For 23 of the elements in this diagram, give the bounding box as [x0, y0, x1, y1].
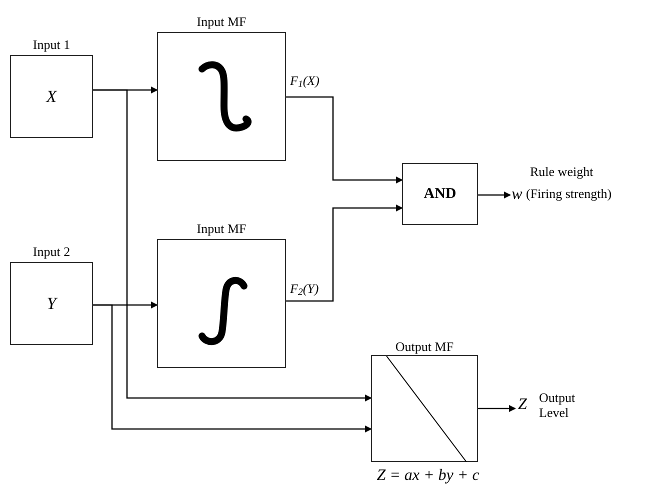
output-symbol: w [511, 186, 523, 204]
arrow [93, 304, 372, 432]
output-symbol: Z [516, 396, 529, 414]
block-box [402, 163, 478, 225]
arrow [286, 96, 403, 184]
arrow [93, 89, 372, 402]
block-heading: Input MF [196, 220, 248, 238]
block-heading: Input 2 [32, 243, 72, 261]
output-caption: (Firing strength) [526, 186, 613, 201]
block-heading: Input MF [196, 13, 248, 31]
arrow [478, 405, 516, 412]
variable-label: Y [46, 292, 56, 315]
operator-label: AND [424, 184, 456, 204]
block-heading: Output MF [394, 338, 455, 356]
arrow [478, 192, 511, 198]
output-caption: Output Level [539, 390, 576, 420]
output-caption: Rule weight [530, 164, 594, 179]
equation: Z = ax + by + c [376, 468, 480, 484]
block-heading: Input 1 [32, 36, 72, 54]
edge-label: F$_{1}$(X) [290, 74, 320, 87]
arrow [286, 204, 403, 302]
edge-label: F$_{2}$(Y) [290, 282, 319, 295]
variable-label: X [46, 86, 57, 108]
